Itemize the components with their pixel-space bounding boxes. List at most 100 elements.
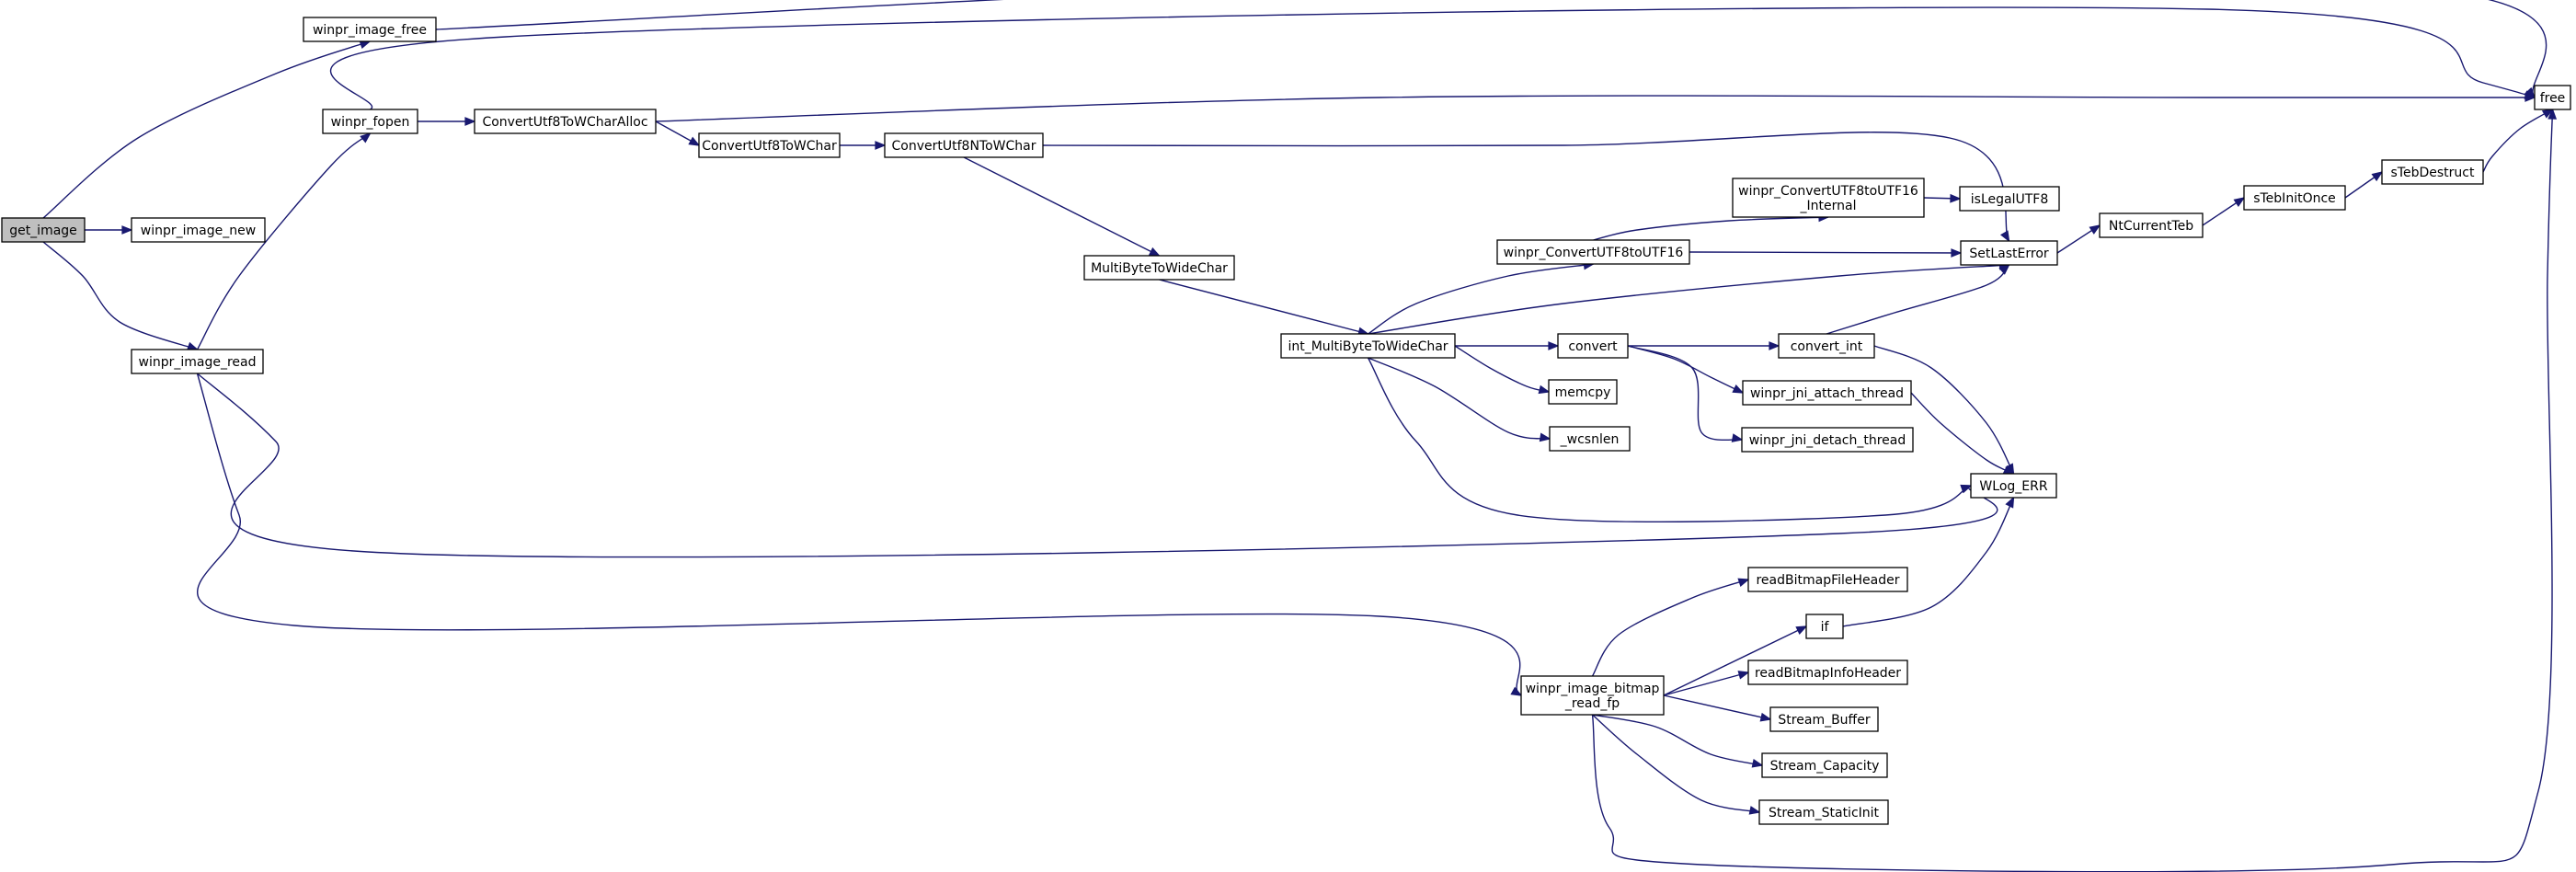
node-winpr-image-new[interactable]: winpr_image_new	[131, 217, 266, 243]
edge-line	[963, 156, 1160, 257]
node-multibytetowidechar[interactable]: MultiByteToWideChar	[1083, 255, 1235, 281]
node-memcpy[interactable]: memcpy	[1548, 379, 1618, 405]
edge-ConvertUtf8ToWCharAlloc-to-ConvertUtf8ToWChar	[655, 120, 701, 146]
edge-sTebDestruct-to-free	[2482, 109, 2554, 173]
edge-if-to-WLog_ERR	[1842, 496, 2015, 627]
node-winpr-image-bitmap-read-fp[interactable]: winpr_image_bitmap_read_fp	[1520, 675, 1665, 716]
arrowhead-icon	[688, 136, 701, 146]
edge-line	[1910, 392, 2014, 475]
node-label: SetLastError	[1969, 247, 2049, 261]
node-convert[interactable]: convert	[1557, 333, 1629, 359]
edge-line	[1367, 357, 1972, 522]
edge-convert-to-winpr_jni_attach_thread	[1627, 345, 1745, 394]
node-box	[1761, 752, 1888, 778]
node-winpr-jni-attach-thread[interactable]: winpr_jni_attach_thread	[1742, 380, 1912, 406]
node-box	[1758, 799, 1889, 825]
edge-winpr_image_bitmap_read_fp-to-readBitmapInfoHeader	[1663, 671, 1750, 696]
node-setlasterror[interactable]: SetLastError	[1960, 240, 2058, 266]
node-stebinitonce[interactable]: sTebInitOnce	[2243, 185, 2346, 211]
arrowhead-icon	[2089, 224, 2101, 235]
arrowhead-icon	[1510, 686, 1523, 696]
edge-line	[1826, 264, 2010, 335]
edge-line	[42, 40, 371, 219]
node-box	[698, 132, 841, 158]
node-stebdestruct[interactable]: sTebDestruct	[2381, 159, 2484, 185]
arrowhead-icon	[1148, 247, 1161, 257]
edge-int_MultiByteToWideChar-to-_wcsnlen	[1368, 357, 1551, 442]
node-winpr-jni-detach-thread[interactable]: winpr_jni_detach_thread	[1741, 427, 1914, 453]
node-convert-int[interactable]: convert_int	[1778, 333, 1875, 359]
node-box	[1549, 426, 1631, 452]
node-convertutf8towcharalloc[interactable]: ConvertUtf8ToWCharAlloc	[474, 109, 657, 134]
edge-line	[196, 373, 1522, 696]
node-winpr-fopen[interactable]: winpr_fopen	[322, 109, 418, 134]
edge-line	[1368, 357, 1551, 440]
node-box	[1970, 473, 2057, 499]
node-winpr-convertutf8toutf16-internal[interactable]: winpr_ConvertUTF8toUTF16_Internal	[1732, 178, 1925, 218]
node-stream-staticinit[interactable]: Stream_StaticInit	[1758, 799, 1889, 825]
arrowhead-icon	[1950, 193, 1962, 203]
node-free[interactable]: free	[2534, 85, 2571, 110]
edge-SetLastError-to-NtCurrentTeb	[2056, 224, 2101, 254]
node-stream-buffer[interactable]: Stream_Buffer	[1769, 706, 1879, 732]
node-box	[1557, 333, 1629, 359]
edge-ConvertUtf8ToWCharAlloc-to-free	[655, 93, 2536, 122]
node-winpr-convertutf8toutf16[interactable]: winpr_ConvertUTF8toUTF16	[1496, 239, 1690, 265]
node-label: winpr_jni_attach_thread	[1750, 386, 1904, 401]
node-convertutf8ntowchar[interactable]: ConvertUtf8NToWChar	[884, 132, 1044, 158]
node-box	[131, 349, 264, 374]
arrowhead-icon	[1538, 384, 1551, 395]
edge-line	[1842, 497, 2015, 627]
node-get-image[interactable]: get_image	[1, 217, 86, 243]
arrowhead-icon	[1999, 230, 2010, 243]
node-box	[1280, 333, 1456, 359]
arrowhead-icon	[1731, 433, 1744, 442]
node-label: winpr_jni_detach_thread	[1749, 433, 1906, 448]
node-ntcurrentteb[interactable]: NtCurrentTeb	[2099, 212, 2204, 238]
node-box	[1742, 380, 1912, 406]
edge-line	[435, 0, 2547, 98]
arrowhead-icon	[186, 341, 200, 351]
node-convertutf8towchar[interactable]: ConvertUtf8ToWChar	[698, 132, 841, 158]
node-if[interactable]: if	[1805, 614, 1844, 639]
node-winpr-image-free[interactable]: winpr_image_free	[303, 17, 437, 42]
arrowhead-icon	[1759, 712, 1772, 722]
node-label: winpr_ConvertUTF8toUTF16	[1504, 246, 1684, 260]
node-label: winpr_image_free	[313, 23, 427, 38]
edge-line	[2482, 109, 2553, 173]
edge-winpr_image_bitmap_read_fp-to-readBitmapFileHeader	[1591, 578, 1750, 677]
node-box	[131, 217, 266, 243]
node-box	[1778, 333, 1875, 359]
node-label: WLog_ERR	[1979, 479, 2047, 494]
arrowhead-icon	[1548, 341, 1560, 350]
node-box	[1496, 239, 1690, 265]
node-label: winpr_image_read	[139, 355, 257, 370]
node-label: readBitmapInfoHeader	[1755, 666, 1901, 681]
edge-line	[197, 373, 1998, 558]
node-islegalutf8[interactable]: isLegalUTF8	[1959, 186, 2060, 212]
node-winpr-image-read[interactable]: winpr_image_read	[131, 349, 264, 374]
edge-sTebInitOnce-to-sTebDestruct	[2344, 171, 2384, 199]
node-readbitmapfileheader[interactable]: readBitmapFileHeader	[1747, 567, 1908, 592]
node-box	[1959, 186, 2060, 212]
edge-line	[1591, 579, 1749, 677]
arrowhead-icon	[1732, 384, 1745, 394]
edge-line	[1454, 345, 1550, 393]
node-int-multibytetowidechar[interactable]: int_MultiByteToWideChar	[1280, 333, 1456, 359]
node-readbitmapinfoheader[interactable]: readBitmapInfoHeader	[1747, 660, 1908, 685]
arrowhead-icon	[1748, 806, 1761, 815]
node-box	[2381, 159, 2484, 185]
node--wcsnlen[interactable]: _wcsnlen	[1549, 426, 1631, 452]
edge-int_MultiByteToWideChar-to-SetLastError	[1368, 260, 2011, 335]
node-box	[1960, 240, 2058, 266]
node-label: ConvertUtf8ToWCharAlloc	[482, 115, 647, 130]
node-label: sTebInitOnce	[2253, 191, 2336, 206]
node-box	[2243, 185, 2346, 211]
node-stream-capacity[interactable]: Stream_Capacity	[1761, 752, 1888, 778]
edge-line	[1663, 671, 1749, 696]
arrowhead-icon	[2524, 93, 2536, 102]
edge-winpr_jni_attach_thread-to-WLog_ERR	[1910, 392, 2015, 475]
arrowhead-icon	[1998, 263, 2010, 275]
node-wlog-err[interactable]: WLog_ERR	[1970, 473, 2057, 499]
